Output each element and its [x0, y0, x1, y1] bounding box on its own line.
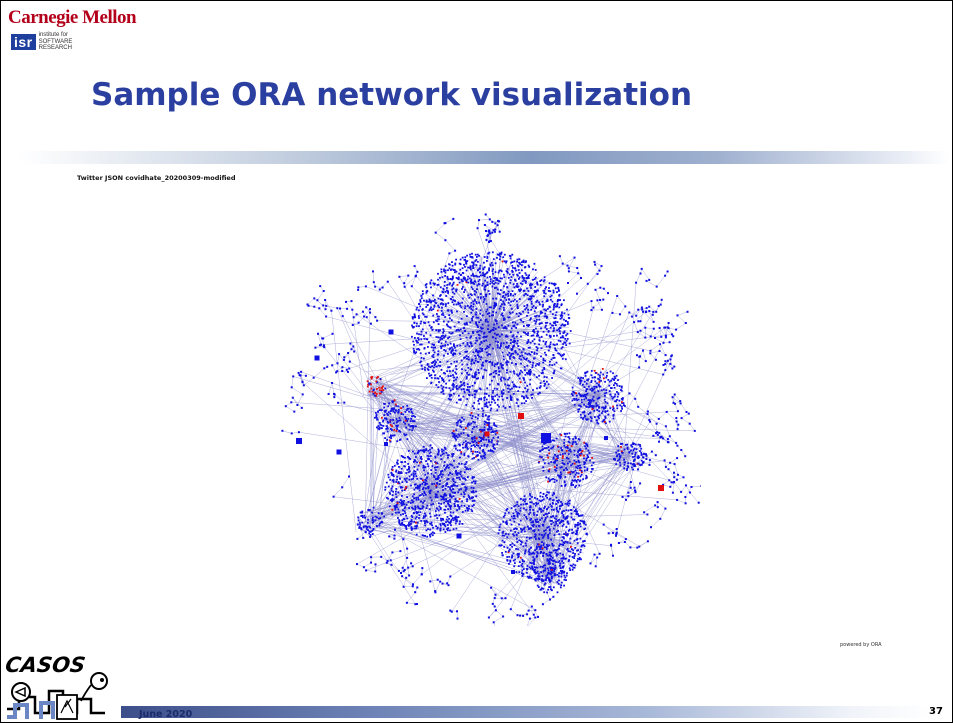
carnegie-mellon-logo: Carnegie Mellon: [8, 7, 137, 28]
footer-date: June 2020: [139, 709, 193, 720]
isr-line-3: RESEARCH: [38, 45, 72, 51]
network-visualization: [281, 213, 701, 626]
footer-bar: [121, 706, 931, 718]
isr-line-1: institute for: [38, 32, 68, 38]
isr-line-2: SOFTWARE: [38, 38, 73, 45]
network-edges: [282, 214, 701, 626]
casos-logo: CASOS: [5, 652, 108, 720]
powered-by-watermark: powered by ORA: [840, 642, 882, 648]
isr-logo-mark: isr: [11, 33, 36, 50]
slide-title: Sample ORA network visualization: [91, 77, 693, 113]
casos-logo-text: CASOS: [5, 652, 87, 677]
isr-logo-text: institute for SOFTWARE RESEARCH: [39, 32, 73, 52]
network-nodes: [281, 213, 701, 624]
title-divider-bar: [19, 151, 949, 164]
page-number: 37: [929, 706, 943, 717]
figure-caption: Twitter JSON covidhate_20200309-modified: [77, 174, 236, 182]
isr-logo: isr institute for SOFTWARE RESEARCH: [11, 32, 72, 52]
